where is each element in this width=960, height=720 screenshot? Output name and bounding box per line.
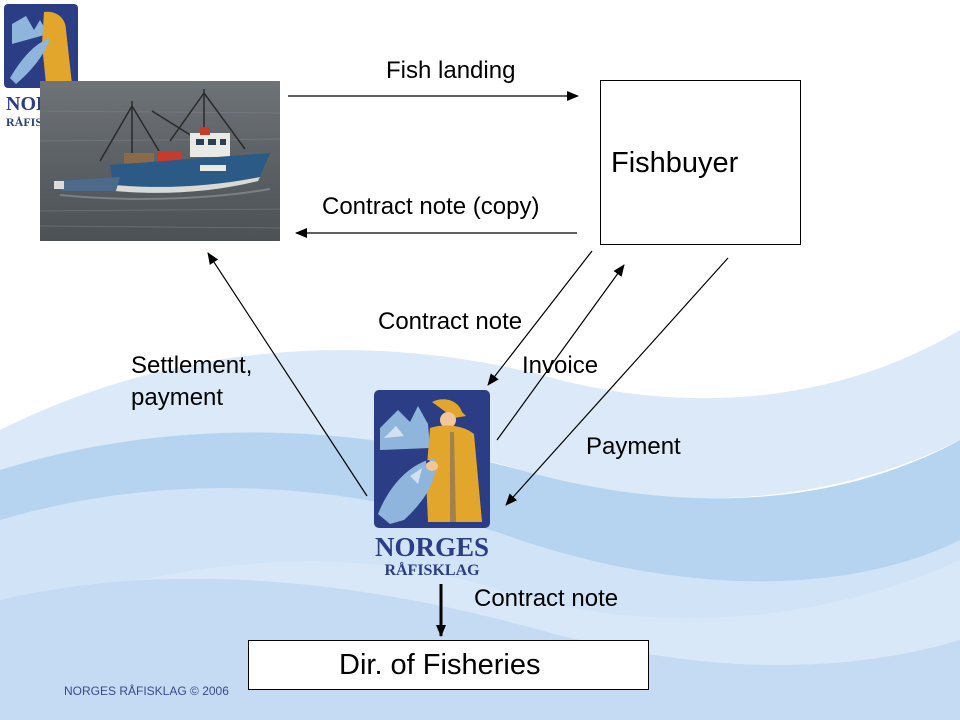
directorate-label: Dir. of Fisheries (339, 649, 541, 681)
arrow-invoice (496, 264, 625, 441)
label-settlement: Settlement, (131, 352, 253, 379)
label-contract-note-to-directorate: Contract note (474, 585, 619, 612)
label-contract-note-to-rafisklag: Contract note (378, 308, 523, 335)
label-fish-landing: Fish landing (386, 57, 516, 84)
logo-word-rafisklag: RÅFISKLAG (384, 561, 480, 579)
arrow-payment (505, 257, 729, 506)
arrow-settlement-payment (207, 252, 368, 497)
label-contract-note-copy: Contract note (copy) (322, 193, 540, 220)
footer-copyright: NORGES RÅFISKLAG © 2006 (64, 684, 229, 698)
norges-rafisklag-logo: NORGES RÅFISKLAG (374, 390, 490, 579)
label-invoice: Invoice (522, 352, 599, 379)
fishbuyer-label: Fishbuyer (611, 147, 739, 179)
directorate-box: Dir. of Fisheries (248, 640, 649, 690)
fishbuyer-box: Fishbuyer (600, 80, 801, 245)
label-settlement-payment: payment (131, 384, 224, 411)
label-payment: Payment (586, 433, 681, 460)
logo-word-norges: NORGES (375, 532, 489, 562)
arrow-contract-note-to-rafisklag (487, 250, 593, 386)
fishing-boat-photo (40, 81, 280, 241)
